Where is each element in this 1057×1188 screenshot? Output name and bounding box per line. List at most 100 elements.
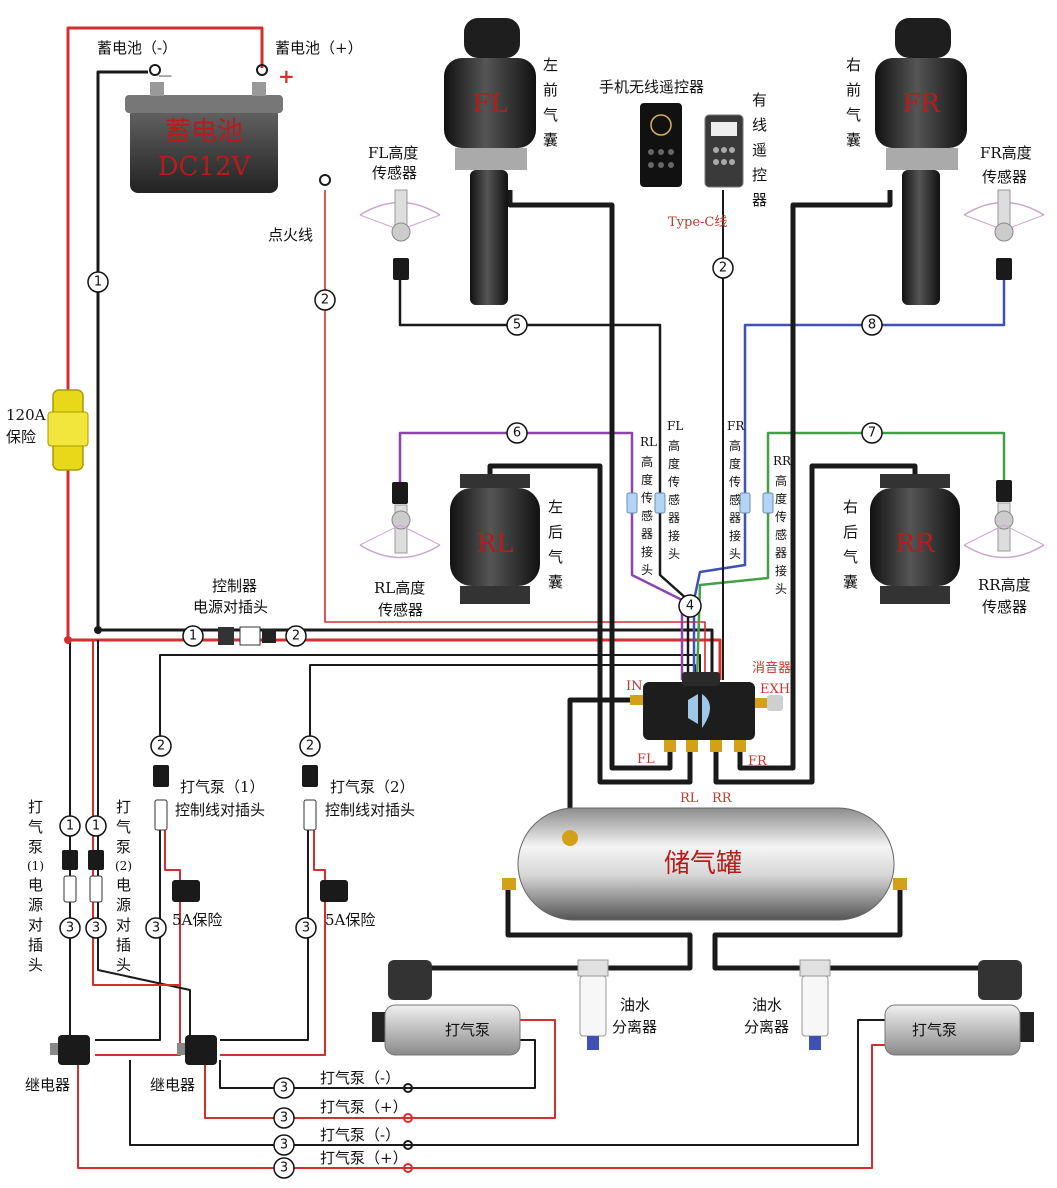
junction-dot (64, 636, 72, 644)
fuse-5a-right-label: 5A保险 (325, 911, 375, 929)
svg-text:1: 1 (92, 819, 100, 834)
battery: 蓄电池 DC12V 蓄电池（-） 蓄电池（+） — + (97, 39, 363, 193)
bag-rr-code: RR (895, 529, 936, 559)
controller-power-label-1: 控制器 (212, 577, 257, 595)
svg-text:器: 器 (752, 191, 767, 209)
svg-text:器: 器 (729, 511, 741, 525)
svg-text:传: 传 (775, 509, 787, 524)
pump2-control-label-2: 控制线对插头 (325, 801, 415, 819)
svg-text:气: 气 (28, 818, 43, 836)
sensor-fr-label-1: FR高度 (980, 144, 1032, 162)
manifold-rr-label: RR (712, 791, 733, 806)
svg-text:1: 1 (189, 629, 197, 644)
height-sensor-rr: RR高度 传感器 (963, 480, 1045, 616)
svg-text:2: 2 (292, 629, 300, 644)
svg-text:2: 2 (306, 739, 314, 754)
pump1-control-wire (159, 654, 701, 740)
tank-label: 储气罐 (664, 849, 742, 879)
separator-left-label-2: 分离器 (612, 1018, 657, 1036)
fl-connector-label: FL 高 度 传 感 器 接 头 (667, 419, 683, 561)
manifold-rl-label: RL (680, 791, 699, 806)
pump1-power-plug (62, 850, 78, 903)
svg-text:(1): (1) (27, 859, 44, 873)
terminal-wire-3 (129, 1019, 885, 1146)
sensor-connector-plugs (626, 492, 774, 514)
manifold-fr-label: FR (748, 754, 768, 769)
svg-text:打: 打 (116, 798, 131, 816)
air-line-rr (713, 463, 918, 785)
height-sensor-fl: FL高度 传感器 (359, 144, 441, 280)
marker-2-ignition: 2 (314, 289, 336, 311)
marker-3-f1: 3 (145, 917, 167, 939)
marker-2-plug: 2 (285, 625, 307, 647)
manifold-in-label: IN (626, 679, 643, 694)
svg-text:3: 3 (280, 1111, 288, 1126)
terminal-label-3: 打气泵（-） (320, 1126, 400, 1144)
svg-text:2: 2 (719, 261, 727, 276)
svg-text:高: 高 (729, 438, 741, 453)
terminal-label-2: 打气泵（+） (320, 1098, 408, 1116)
svg-text:源: 源 (28, 896, 43, 914)
controller-power-plug: 控制器 电源对插头 (193, 577, 276, 646)
pump-right-label: 打气泵 (912, 1021, 957, 1039)
svg-text:电: 电 (28, 876, 43, 894)
svg-text:后: 后 (843, 523, 858, 541)
svg-text:控: 控 (752, 166, 767, 184)
svg-text:气: 气 (548, 548, 563, 566)
marker-2-pump1: 2 (150, 735, 172, 757)
manifold-exh-label: EXH (760, 682, 790, 697)
relay-left: 继电器 (25, 1035, 90, 1094)
battery-voltage: DC12V (158, 152, 252, 182)
main-fuse-label: 保险 (6, 428, 36, 446)
svg-text:1: 1 (94, 275, 102, 290)
pump-left-label: 打气泵 (445, 1021, 490, 1039)
height-sensor-rl: RL高度 传感器 (359, 482, 441, 619)
sensor-rr-label-2: 传感器 (982, 598, 1027, 616)
svg-text:头: 头 (28, 956, 43, 974)
relay-right: 继电器 (150, 1035, 217, 1094)
svg-text:插: 插 (116, 936, 131, 954)
wireless-remote-label: 手机无线遥控器 (599, 78, 704, 96)
svg-text:囊: 囊 (548, 573, 563, 591)
pump2-control-label-1: 打气泵（2） (330, 778, 415, 796)
separator-right-label-2: 分离器 (744, 1018, 789, 1036)
air-bag-rr: RR 右 后 气 囊 (843, 474, 960, 604)
svg-text:左: 左 (543, 56, 558, 74)
svg-text:高: 高 (641, 454, 653, 469)
svg-text:3: 3 (280, 1138, 288, 1153)
svg-text:头: 头 (668, 547, 680, 561)
svg-text:接: 接 (668, 528, 680, 543)
ignition-wire (324, 190, 706, 680)
marker-2-pump2: 2 (299, 735, 321, 757)
bag-rr-name: 右 后 气 囊 (843, 498, 858, 591)
svg-text:感: 感 (775, 527, 787, 542)
svg-text:左: 左 (548, 498, 563, 516)
svg-text:接: 接 (641, 544, 653, 559)
pump-terminals: 打气泵（-） 打气泵（+） 打气泵（-） 打气泵（+） (320, 1069, 413, 1173)
sensor-rr-label-1: RR高度 (978, 576, 1031, 594)
bag-fr-code: FR (902, 89, 941, 119)
svg-text:右: 右 (846, 56, 861, 74)
muffler-label: 消音器 (752, 660, 791, 676)
svg-text:线: 线 (752, 116, 767, 134)
svg-text:4: 4 (686, 599, 694, 614)
terminal-label-4: 打气泵（+） (320, 1149, 408, 1167)
fuse-5a-left-label: 5A保险 (172, 911, 222, 929)
svg-text:度: 度 (775, 491, 787, 506)
svg-text:感: 感 (641, 508, 653, 523)
rl-connector-label: RL 高 度 传 感 器 接 头 (640, 435, 657, 577)
bag-rl-name: 左 后 气 囊 (548, 498, 563, 591)
fuse-5a-left: 5A保险 (172, 880, 222, 929)
battery-title: 蓄电池 (165, 117, 243, 147)
ignition-terminal: 点火线 (268, 174, 331, 244)
svg-text:对: 对 (28, 916, 43, 934)
svg-text:气: 气 (843, 548, 858, 566)
svg-text:对: 对 (116, 916, 131, 934)
svg-text:高: 高 (668, 438, 680, 453)
pump1-control-label-1: 打气泵（1） (180, 778, 265, 796)
marker-2-typec: 2 (712, 257, 734, 279)
svg-text:传: 传 (668, 474, 680, 489)
terminal-wire-2 (204, 1019, 556, 1119)
svg-text:2: 2 (157, 739, 165, 754)
